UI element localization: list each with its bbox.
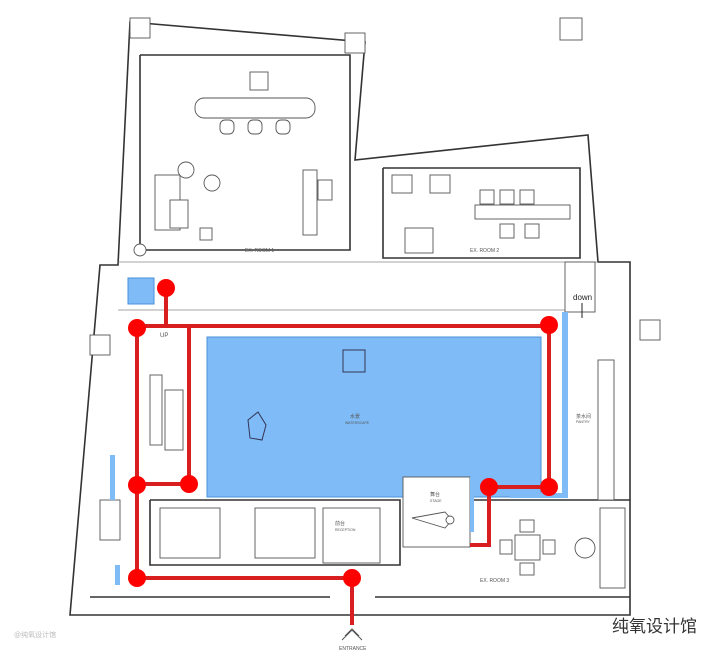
chair xyxy=(247,119,263,135)
route-node xyxy=(343,569,361,587)
waterscape-label: 水景 xyxy=(350,413,360,420)
chair xyxy=(249,71,269,91)
outer-wall xyxy=(69,21,631,616)
armchair xyxy=(391,174,413,194)
down-label: down xyxy=(573,293,592,302)
water-channel xyxy=(562,312,568,497)
water-channel xyxy=(115,565,120,585)
column xyxy=(89,334,111,356)
bench xyxy=(149,374,163,446)
column xyxy=(344,32,366,54)
column xyxy=(129,17,151,39)
route-node xyxy=(128,569,146,587)
restroom xyxy=(159,507,221,559)
circulation-route xyxy=(128,279,558,625)
armchair xyxy=(177,161,195,179)
stair-pool xyxy=(127,277,155,305)
armchair xyxy=(203,174,221,192)
room-label-ex3: EX. ROOM 3 xyxy=(480,578,509,584)
long-table xyxy=(474,204,571,220)
chair xyxy=(479,189,495,205)
plant xyxy=(133,243,147,257)
chair xyxy=(199,227,213,241)
restroom-block-wall xyxy=(149,499,401,566)
chair xyxy=(519,189,535,205)
water-channel xyxy=(110,455,115,500)
chair xyxy=(499,539,513,555)
chair xyxy=(499,223,515,239)
water-channel xyxy=(510,493,568,498)
shelving xyxy=(597,359,615,501)
column xyxy=(639,319,661,341)
reception-label: 前台 xyxy=(335,520,345,527)
route-node xyxy=(157,279,175,297)
up-label: UP xyxy=(160,333,168,339)
reception-label-en: RECEPTION xyxy=(335,528,356,532)
stage-label: 舞台 xyxy=(430,491,440,498)
inner-wall xyxy=(139,54,351,251)
room-label-ex2: EX. ROOM 2 xyxy=(470,248,499,254)
route-node xyxy=(540,316,558,334)
waterscape-pool xyxy=(206,336,542,498)
stage xyxy=(402,476,471,548)
pantry-label-en: PANTRY xyxy=(576,420,591,424)
rock xyxy=(247,411,267,441)
watermark-small: @纯氧设计馆 xyxy=(14,632,57,639)
stair xyxy=(564,261,596,313)
water-channel xyxy=(470,477,474,532)
entrance-label: ENTRANCE xyxy=(339,646,367,652)
restroom xyxy=(254,507,316,559)
round-table xyxy=(574,537,596,559)
table xyxy=(514,534,541,561)
route-segment xyxy=(137,324,551,547)
meeting-table xyxy=(194,97,316,119)
inner-wall xyxy=(382,167,581,259)
sofa xyxy=(599,507,626,589)
column xyxy=(559,17,583,41)
route-node xyxy=(128,476,146,494)
room-label-ex1: EX. ROOM 1 xyxy=(245,248,274,254)
chair xyxy=(219,119,235,135)
shelf xyxy=(317,179,333,201)
waterscape-label-en: WATERSCAPE xyxy=(345,421,370,425)
pantry-label: 茶水间 xyxy=(576,413,591,420)
chair xyxy=(275,119,291,135)
reception-room xyxy=(322,507,381,564)
cabinet xyxy=(99,499,121,541)
table xyxy=(404,227,434,254)
desk xyxy=(302,169,318,236)
route-node xyxy=(128,319,146,337)
chair xyxy=(499,189,515,205)
armchair xyxy=(429,174,451,194)
chair xyxy=(519,562,535,576)
bench xyxy=(164,389,184,451)
stage-label-en: STAGE xyxy=(430,499,442,503)
route-node xyxy=(480,478,498,496)
route-node xyxy=(180,475,198,493)
water-feature xyxy=(342,349,366,373)
chair xyxy=(524,223,540,239)
entrance-arrow-icon xyxy=(341,628,363,641)
side-table xyxy=(169,199,189,229)
watermark: 纯氧设计馆 xyxy=(612,617,697,636)
route-segment xyxy=(135,326,354,625)
chair xyxy=(542,539,556,555)
route-node xyxy=(540,478,558,496)
chair xyxy=(519,519,535,533)
stage-sculpture-center xyxy=(445,515,455,525)
